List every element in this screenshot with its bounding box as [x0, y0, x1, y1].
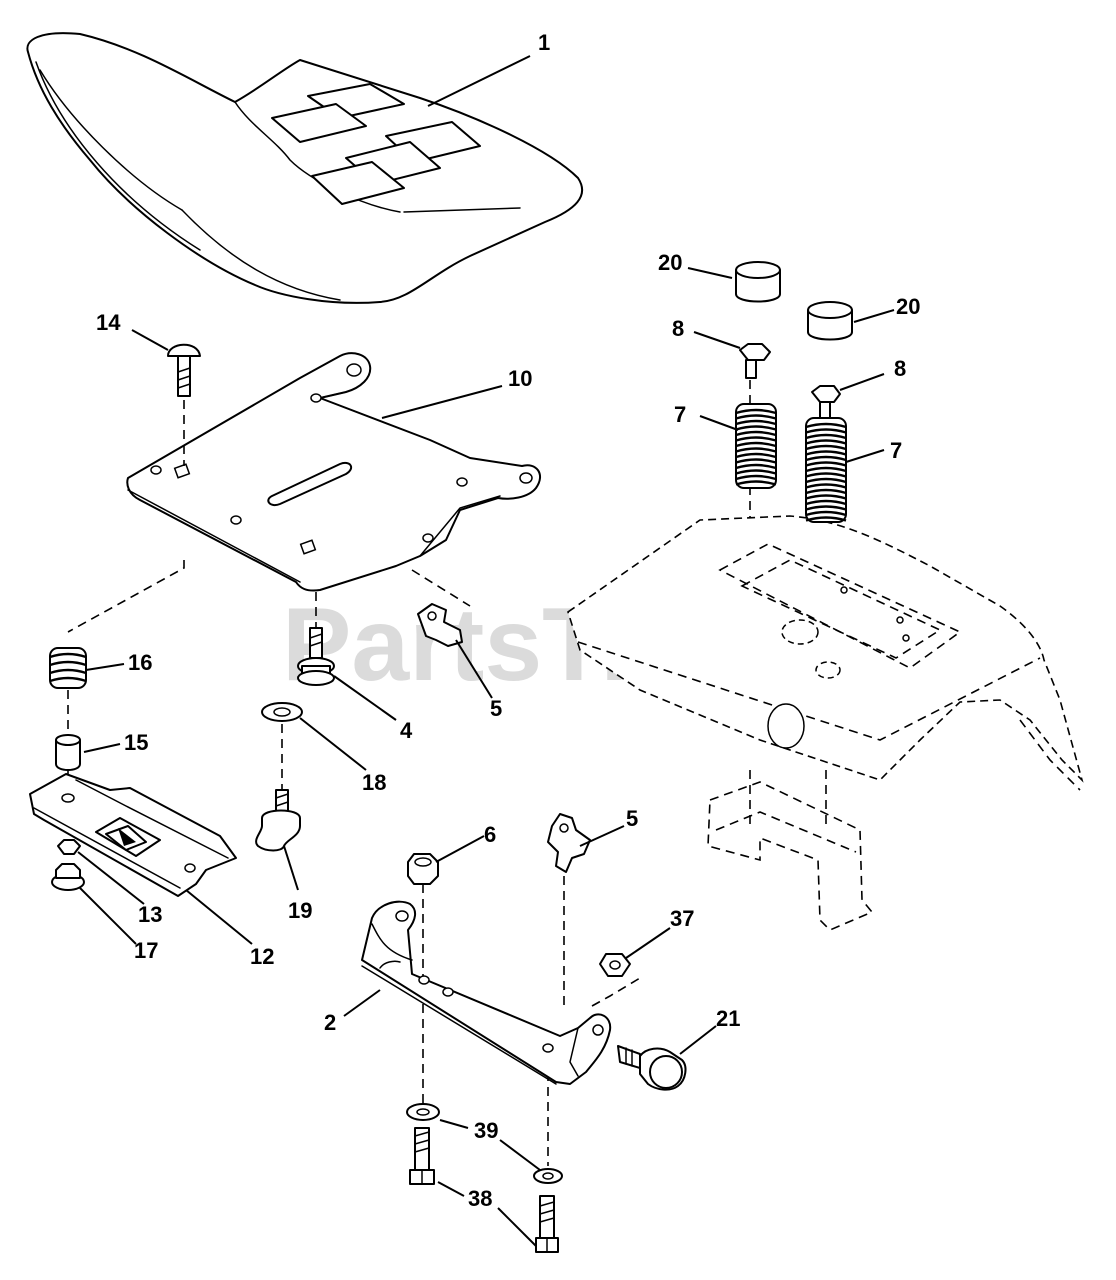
callout-12[interactable]: 12 [250, 944, 274, 969]
callout-6[interactable]: 6 [484, 822, 496, 847]
callout-14[interactable]: 14 [96, 310, 121, 335]
clip-lower-part[interactable] [547, 813, 591, 873]
leader-lines [77, 55, 895, 1247]
nut-right-part[interactable] [811, 385, 841, 419]
seat-pan-part[interactable] [126, 352, 541, 592]
clip-upper-part[interactable] [417, 603, 463, 647]
callout-16[interactable]: 16 [128, 650, 152, 675]
callout-8-right[interactable]: 8 [894, 356, 906, 381]
callout-4[interactable]: 4 [400, 718, 413, 743]
washer-18-part[interactable] [261, 702, 303, 722]
callout-38[interactable]: 38 [468, 1186, 492, 1211]
callout-7-right[interactable]: 7 [890, 438, 902, 463]
spring-small-part[interactable] [49, 647, 87, 689]
hex-bolt-21-part[interactable] [617, 1045, 687, 1091]
seat-part[interactable] [26, 32, 584, 304]
callout-2[interactable]: 2 [324, 1010, 336, 1035]
callout-5-upper[interactable]: 5 [490, 696, 502, 721]
callout-7-left[interactable]: 7 [674, 402, 686, 427]
callout-20-left[interactable]: 20 [658, 250, 682, 275]
callout-19[interactable]: 19 [288, 898, 312, 923]
frame-outline [567, 515, 1084, 931]
washer-39-left-part[interactable] [406, 1103, 440, 1121]
callout-37[interactable]: 37 [670, 906, 694, 931]
hex-nut-37-part[interactable] [599, 953, 631, 977]
callout-8-left[interactable]: 8 [672, 316, 684, 341]
spring-left-part[interactable] [735, 403, 777, 489]
washer-39-right-part[interactable] [533, 1168, 563, 1184]
lock-nut-part[interactable] [407, 853, 439, 885]
nut-13-part[interactable] [57, 839, 81, 855]
carriage-bolt-part[interactable] [167, 343, 201, 397]
callout-1[interactable]: 1 [538, 30, 550, 55]
flange-nut-17-part[interactable] [51, 863, 85, 891]
spacer-part[interactable] [55, 734, 81, 771]
callout-39[interactable]: 39 [474, 1118, 498, 1143]
callout-20-right[interactable]: 20 [896, 294, 920, 319]
seat-bracket-part[interactable] [361, 900, 612, 1085]
shoulder-bolt-part[interactable] [297, 627, 335, 686]
callout-labels: 1 2 4 5 5 6 7 7 8 8 10 12 13 14 15 16 17… [96, 30, 920, 1211]
callout-5-lower[interactable]: 5 [626, 806, 638, 831]
knob-part[interactable] [255, 789, 301, 852]
spring-right-part[interactable] [805, 417, 847, 523]
callout-10[interactable]: 10 [508, 366, 532, 391]
bolt-38-left-part[interactable] [409, 1127, 435, 1185]
bolt-38-right-part[interactable] [535, 1195, 559, 1253]
bushing-right-part[interactable] [807, 301, 853, 341]
callout-17[interactable]: 17 [134, 938, 158, 963]
callout-18[interactable]: 18 [362, 770, 386, 795]
callout-21[interactable]: 21 [716, 1006, 740, 1031]
callout-15[interactable]: 15 [124, 730, 148, 755]
nut-left-part[interactable] [739, 343, 771, 379]
callout-13[interactable]: 13 [138, 902, 162, 927]
adjuster-plate-part[interactable] [29, 773, 237, 897]
bushing-left-part[interactable] [735, 261, 781, 303]
